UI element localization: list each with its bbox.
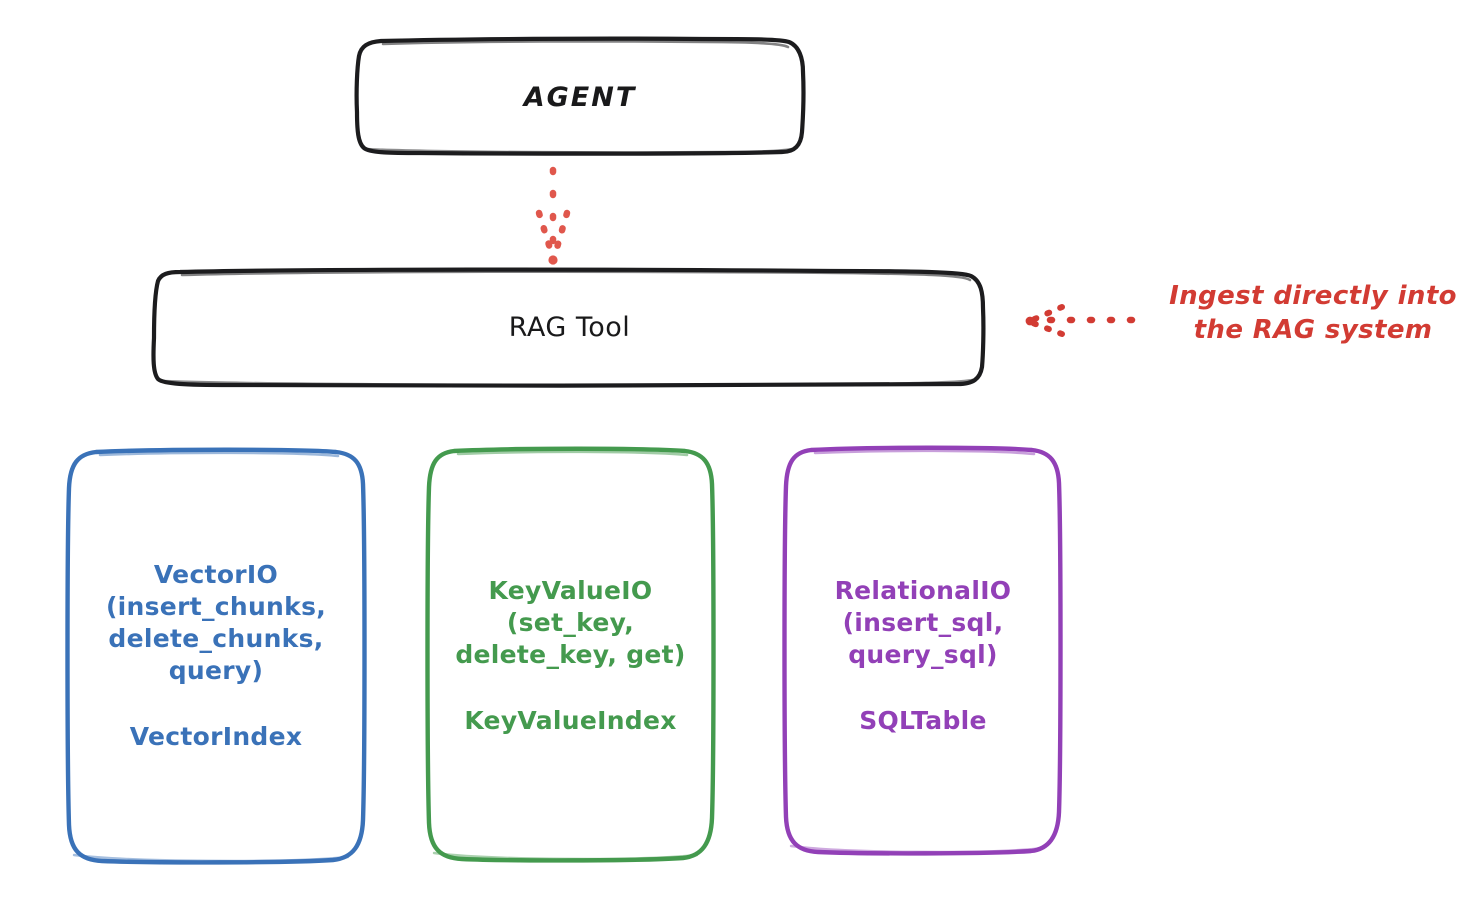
keyvalue-store-label: KeyValueIO (set_key, delete_key, get) Ke…	[428, 450, 713, 862]
relational-store-api-text: RelationalIO (insert_sql, query_sql)	[834, 576, 1012, 669]
agent-to-rag-connector	[535, 166, 571, 265]
agent-label: AGENT	[523, 81, 637, 113]
ingest-connector	[1025, 304, 1136, 337]
vector-store-label: VectorIO (insert_chunks, delete_chunks, …	[68, 450, 364, 862]
rag-tool-label: RAG Tool	[508, 312, 631, 343]
relational-store-index-text: SQLTable	[859, 706, 987, 735]
ingest-annotation-text: Ingest directly into the RAG system	[1169, 281, 1457, 345]
keyvalue-store-index-text: KeyValueIndex	[464, 706, 677, 735]
keyvalue-store-api-text: KeyValueIO (set_key, delete_key, get)	[455, 576, 686, 669]
vector-store-index-text: VectorIndex	[129, 722, 303, 751]
vector-store-api-text: VectorIO (insert_chunks, delete_chunks, …	[105, 560, 327, 685]
relational-store-label: RelationalIO (insert_sql, query_sql) SQL…	[785, 450, 1061, 862]
